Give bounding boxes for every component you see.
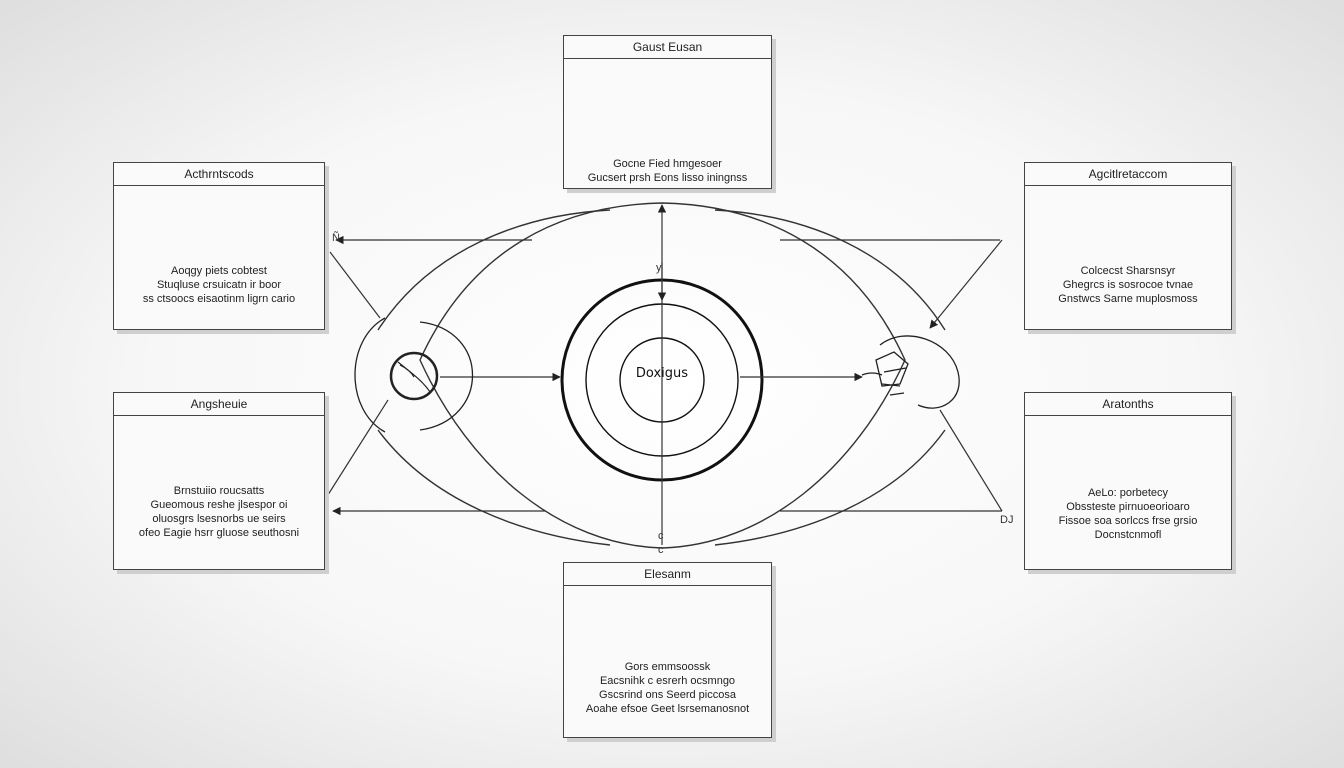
- box-left-top-title: Acthrntscods: [114, 163, 324, 186]
- left-node: [354, 317, 474, 433]
- box-top: Gaust Eusan Gocne Fied hmgesoer Gucsert …: [563, 35, 772, 189]
- box-right-bottom: Aratonths AeLo: porbetecy Obssteste pirn…: [1024, 392, 1232, 570]
- box-bottom-title: Elesanm: [564, 563, 771, 586]
- box-bottom-text: Gors emmsoossk Eacsnihk c esrerh ocsmngo…: [585, 661, 750, 715]
- connector-lines: [325, 204, 1003, 545]
- box-right-top: Agcitlretaccom Colcecst Sharsnsyr Ghegrc…: [1024, 162, 1232, 330]
- box-right-top-title: Agcitlretaccom: [1025, 163, 1231, 186]
- glyph-bottom: c: [658, 530, 664, 542]
- box-right-bottom-title: Aratonths: [1025, 393, 1231, 416]
- box-right-bottom-text: AeLo: porbetecy Obssteste pirnuoeorioaro…: [1058, 487, 1198, 541]
- box-left-top: Acthrntscods Aoqgy piets cobtest Stuqlus…: [113, 162, 325, 330]
- glyph-right: DJ: [1000, 514, 1014, 526]
- box-top-title: Gaust Eusan: [564, 36, 771, 59]
- box-left-bottom-title: Angsheuie: [114, 393, 324, 416]
- box-left-top-text: Aoqgy piets cobtest Stuqluse crsuicatn i…: [142, 265, 296, 305]
- outer-loop: [377, 202, 946, 549]
- glyph-top: y: [656, 262, 662, 274]
- box-left-bottom-text: Brnstuiio roucsatts Gueomous reshe jlses…: [138, 485, 300, 539]
- box-top-text: Gocne Fied hmgesoer Gucsert prsh Eons li…: [587, 158, 748, 184]
- glyph-left: Ñ: [332, 232, 340, 244]
- center-label: Doxigus: [635, 366, 689, 381]
- right-node: [861, 335, 960, 409]
- box-bottom: Elesanm Gors emmsoossk Eacsnihk c esrerh…: [563, 562, 772, 738]
- box-left-bottom: Angsheuie Brnstuiio roucsatts Gueomous r…: [113, 392, 325, 570]
- box-right-top-text: Colcecst Sharsnsyr Ghegrcs is sosrocoe t…: [1058, 265, 1198, 305]
- glyph-bottom-2: c: [658, 544, 664, 556]
